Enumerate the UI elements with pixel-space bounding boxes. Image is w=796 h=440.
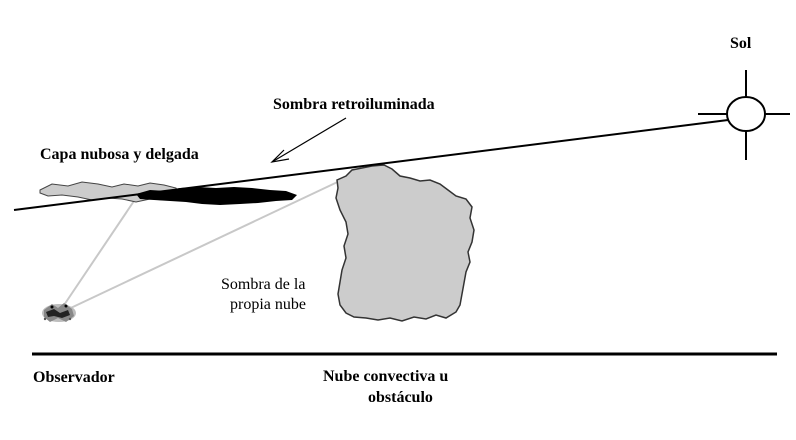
thin-cloud-layer-label: Capa nubosa y delgada [40, 146, 199, 163]
backlit-shadow-arrow [270, 117, 347, 163]
observer-icon [42, 303, 76, 322]
observer-label: Observador [33, 369, 115, 386]
backlit-shadow-region [136, 187, 297, 205]
sight-line-to-cloud-layer [57, 197, 137, 315]
sun-label: Sol [730, 35, 752, 52]
convective-cloud [335, 164, 475, 322]
convective-cloud-label-line1: Nube convectiva u [323, 368, 448, 385]
own-shadow-label-line1: Sombra de la [221, 276, 305, 293]
convective-cloud-label-line2: obstáculo [368, 389, 433, 406]
sun-ray-line [13, 119, 729, 211]
backlit-shadow-label: Sombra retroiluminada [273, 96, 435, 113]
own-shadow-label-line2: propia nube [230, 296, 306, 313]
sight-line-to-cloud-top [57, 177, 347, 315]
sun-icon [698, 70, 790, 160]
